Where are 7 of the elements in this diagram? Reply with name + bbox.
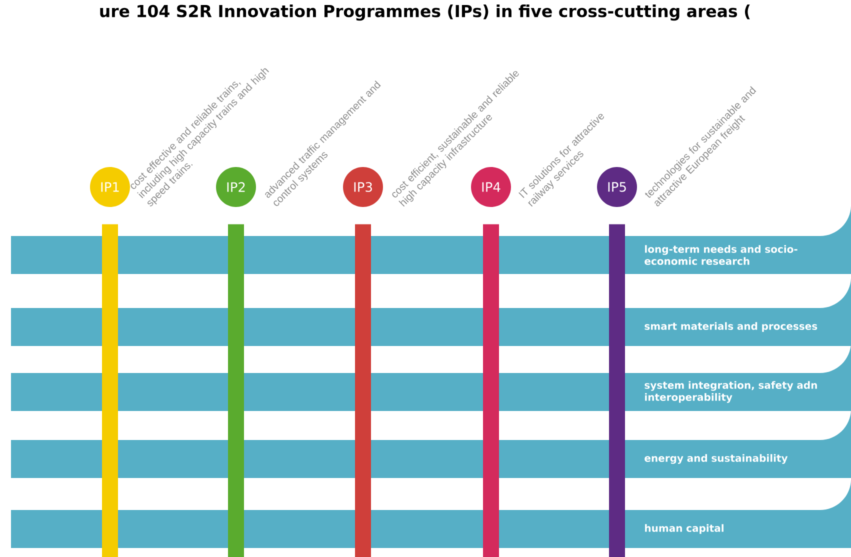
programme-bar: [102, 224, 118, 557]
programme-bar: [355, 224, 371, 557]
programme-bar: [609, 224, 625, 557]
figure-title: ure 104 S2R Innovation Programmes (IPs) in five cross-cutting areas (: [100, 4, 750, 21]
area-band: human capital: [11, 479, 851, 548]
programme-bar: [228, 224, 244, 557]
programme-bar: [483, 224, 499, 557]
